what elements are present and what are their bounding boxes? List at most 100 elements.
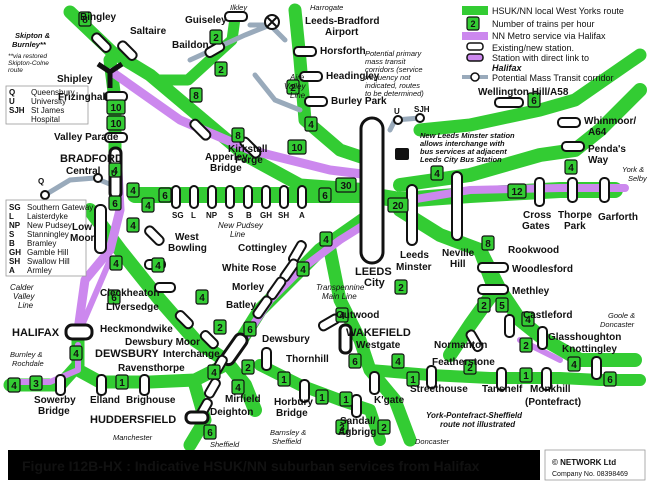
station-huddersfield[interactable] <box>184 410 210 425</box>
legend-mass-dot <box>470 72 480 82</box>
station-a[interactable] <box>297 185 307 209</box>
station-tanshelf[interactable] <box>496 367 507 391</box>
station-dewsburymoor[interactable] <box>199 329 220 350</box>
station-s[interactable] <box>225 185 235 209</box>
station-knottingley[interactable] <box>591 356 602 380</box>
station-normanton[interactable] <box>465 329 484 353</box>
station-garforth[interactable] <box>599 177 610 203</box>
station-pendas[interactable] <box>561 141 585 152</box>
station-shipley[interactable] <box>96 61 124 88</box>
count: 6 <box>607 375 613 386</box>
station-b[interactable] <box>243 185 253 209</box>
label-dewsbury2: Dewsbury <box>262 334 310 345</box>
station-wellington[interactable] <box>494 97 524 108</box>
station-horbury[interactable] <box>299 379 310 403</box>
station-apperley[interactable] <box>189 118 212 141</box>
code-name: Southern Gateway <box>27 203 93 212</box>
station-heckmondwike[interactable] <box>174 309 195 330</box>
legend-direct-swatch <box>466 53 484 62</box>
label-b: B <box>246 211 252 220</box>
station-bingley[interactable] <box>90 32 112 54</box>
station-liversedge[interactable] <box>154 282 176 293</box>
badge-2v: 2 <box>377 419 391 435</box>
label-ilkley: Ilkley <box>230 3 248 12</box>
badge-6q: 6 <box>203 424 217 440</box>
legend-direct-label-1: Station with direct link to <box>492 53 589 63</box>
station-burleypark[interactable] <box>304 96 328 107</box>
station-sg[interactable] <box>171 185 181 209</box>
station-university-bfd[interactable] <box>93 173 103 183</box>
station-saltaire[interactable] <box>116 40 138 62</box>
station-whinmoor[interactable] <box>557 117 581 128</box>
station-l[interactable] <box>189 185 199 209</box>
badge-6u: 6 <box>348 353 362 369</box>
badge-1b: 1 <box>277 371 291 387</box>
badge-2z: 2 <box>463 359 477 375</box>
label-lbairport2: Airport <box>325 27 359 38</box>
station-np[interactable] <box>207 185 217 209</box>
station-leeds-minster[interactable] <box>406 184 418 246</box>
station-crossgates[interactable] <box>534 177 545 207</box>
station-thorpepark[interactable] <box>567 177 578 203</box>
codes-top-box <box>5 85 89 125</box>
station-queensbury[interactable] <box>40 190 50 200</box>
station-baildon[interactable] <box>204 41 226 59</box>
badge-4x: 4 <box>296 261 310 277</box>
station-batley[interactable] <box>252 295 273 320</box>
label-manchester: Manchester <box>113 433 153 442</box>
station-wakefield[interactable] <box>338 323 353 355</box>
code: B <box>9 239 15 248</box>
station-streethouse[interactable] <box>426 365 437 389</box>
station-glasshoughton[interactable] <box>537 326 548 350</box>
station-headingley[interactable] <box>299 71 323 82</box>
label-thornhill: Thornhill <box>286 354 329 365</box>
legend-station-swatch <box>466 42 484 51</box>
station-kgate[interactable] <box>369 371 380 395</box>
note-ypsf: York-Pontefract-Sheffield route not illu… <box>426 411 524 429</box>
count: 30 <box>340 181 352 192</box>
station-elland[interactable] <box>96 374 107 396</box>
station-horsforth[interactable] <box>293 46 317 57</box>
code-name: Armley <box>27 266 52 275</box>
count: 4 <box>211 368 217 379</box>
label-goole1: Goole & <box>608 311 635 320</box>
badge-1c: 1 <box>315 389 329 405</box>
station-woodlesford[interactable] <box>477 262 509 273</box>
station-neville-hill[interactable] <box>451 171 463 241</box>
station-brighouse[interactable] <box>139 374 150 396</box>
bus-icon <box>395 148 409 160</box>
label-goole2: Doncaster <box>600 320 635 329</box>
station-lowmoor[interactable] <box>94 204 107 254</box>
label-tanshelf: Tanshelf <box>482 384 523 395</box>
station-sandal[interactable] <box>351 394 362 418</box>
station-monkhill[interactable] <box>541 367 552 391</box>
badge-baildon-2: 2 <box>214 61 228 77</box>
station-methley[interactable] <box>477 284 509 295</box>
badge-2t: 2 <box>241 359 255 375</box>
station-sjh[interactable] <box>415 113 425 123</box>
label-newpudsey2: Line <box>230 230 246 239</box>
station-sowerby[interactable] <box>55 374 66 396</box>
badge-4w: 4 <box>564 159 578 175</box>
station-leeds-city[interactable] <box>359 116 385 265</box>
count: 8 <box>485 239 491 250</box>
station-sh[interactable] <box>279 185 289 209</box>
station-valleyparade[interactable] <box>104 132 128 143</box>
count: 12 <box>511 187 523 198</box>
count: 1 <box>119 378 125 389</box>
badge-2m: 2 <box>477 297 491 313</box>
station-gh[interactable] <box>261 185 271 209</box>
station-westbowling[interactable] <box>143 225 165 247</box>
count: 1 <box>319 393 325 404</box>
station-halifax[interactable] <box>64 323 94 341</box>
badge-10b: 10 <box>106 115 126 131</box>
label-u-bfd: U <box>111 169 117 178</box>
station-thornhill[interactable] <box>261 347 272 371</box>
station-castleford[interactable] <box>504 314 515 338</box>
badge-8r: 8 <box>481 235 495 251</box>
label-np: NP <box>206 211 218 220</box>
label-wakefield: WAKEFIELD <box>346 327 411 339</box>
station-guiseley[interactable] <box>224 11 248 22</box>
station-university-lds[interactable] <box>393 115 403 125</box>
badge-8a: 8 <box>189 87 203 103</box>
